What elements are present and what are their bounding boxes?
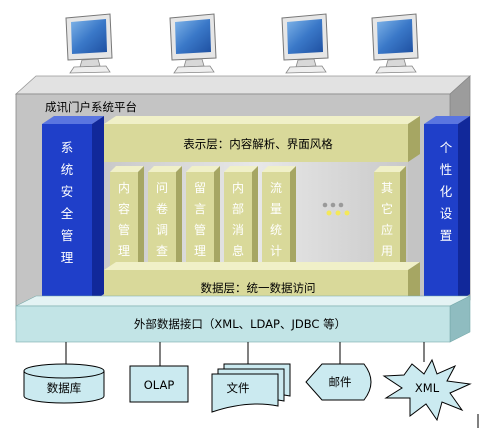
module-label-other-apps: 其 它 应 用 — [381, 181, 393, 258]
module-char: 留 — [194, 181, 206, 195]
module-char: 管 — [194, 222, 206, 237]
module-char: 量 — [270, 202, 282, 216]
personalization-panel — [424, 116, 470, 302]
interface-bar-label: 外部数据接口（XML、LDAP、JDBC 等） — [134, 317, 346, 331]
module-char: 卷 — [156, 201, 168, 216]
module-char: 消 — [232, 223, 244, 237]
module-char: 问 — [156, 181, 168, 195]
security-char: 管 — [61, 228, 74, 243]
mail-shape — [305, 363, 372, 401]
personalization-char: 个 — [440, 140, 453, 155]
module-label-content-mgmt: 内 容 管 理 — [118, 181, 130, 258]
olap-shape — [129, 365, 189, 403]
file-stack-shape — [211, 363, 291, 413]
monitor-icon — [371, 13, 419, 74]
module-char: 内 — [232, 181, 244, 195]
module-char: 管 — [118, 222, 130, 237]
connector-lines — [65, 342, 425, 366]
database-label: 数据库 — [47, 381, 82, 395]
data-layer-label: 数据层：统一数据访问 — [201, 281, 316, 295]
module-label-traffic-stats: 流 量 统 计 — [270, 181, 282, 258]
security-panel-label: 系 统 安 全 管 理 — [61, 140, 74, 265]
module-char: 查 — [156, 244, 168, 258]
personalization-panel-label: 个 性 化 设 置 — [440, 140, 453, 243]
module-labels: 内 容 管 理 问 卷 调 查 留 言 管 理 内 部 消 息 流 量 统 计 — [118, 181, 393, 258]
personalization-char: 设 — [440, 206, 453, 221]
mail-label: 邮件 — [329, 375, 352, 389]
module-char: 应 — [381, 222, 393, 237]
security-char: 统 — [61, 162, 74, 177]
ellipsis-dots — [322, 202, 350, 216]
module-char: 理 — [194, 244, 206, 258]
module-survey — [148, 166, 182, 268]
interface-bar — [15, 295, 471, 343]
module-message-mgmt — [186, 166, 220, 268]
module-char: 息 — [232, 243, 244, 258]
personalization-char: 性 — [440, 162, 453, 177]
security-char: 理 — [61, 250, 74, 265]
personalization-char: 化 — [440, 184, 453, 199]
module-char: 用 — [381, 244, 393, 258]
module-char: 它 — [381, 201, 393, 216]
monitor-icon — [65, 13, 113, 74]
module-char: 内 — [118, 181, 130, 195]
security-panel — [42, 116, 104, 302]
presentation-layer — [104, 116, 420, 162]
module-other-apps — [374, 166, 406, 268]
platform-title: 成讯门户系统平台 — [45, 100, 137, 114]
module-label-survey: 问 卷 调 查 — [156, 181, 168, 258]
monitor-icon — [169, 13, 217, 74]
module-char: 部 — [232, 201, 244, 216]
monitor-icon — [281, 13, 329, 74]
presentation-layer-label: 表示层：内容解析、界面风格 — [183, 137, 333, 151]
security-char: 全 — [61, 206, 74, 221]
module-char: 流 — [270, 181, 282, 195]
module-char: 调 — [156, 223, 168, 237]
module-content-mgmt — [110, 166, 144, 268]
olap-label: OLAP — [144, 378, 175, 392]
module-char: 言 — [194, 202, 206, 216]
security-char: 系 — [61, 140, 74, 155]
module-boxes — [110, 166, 406, 268]
database-shape — [23, 363, 105, 404]
module-char: 容 — [118, 201, 130, 216]
xml-explosion-shape — [382, 358, 472, 422]
module-internal-msg — [224, 166, 258, 268]
module-char: 理 — [118, 244, 130, 258]
module-label-internal-msg: 内 部 消 息 — [232, 181, 244, 258]
module-traffic-stats — [262, 166, 296, 268]
module-char: 其 — [381, 181, 393, 195]
xml-label: XML — [415, 381, 440, 395]
client-monitors — [65, 13, 419, 74]
security-char: 安 — [61, 184, 74, 199]
file-label: 文件 — [227, 381, 250, 395]
module-label-message-mgmt: 留 言 管 理 — [194, 181, 206, 258]
module-char: 统 — [270, 223, 282, 237]
personalization-char: 置 — [440, 228, 453, 243]
module-char: 计 — [270, 244, 282, 258]
